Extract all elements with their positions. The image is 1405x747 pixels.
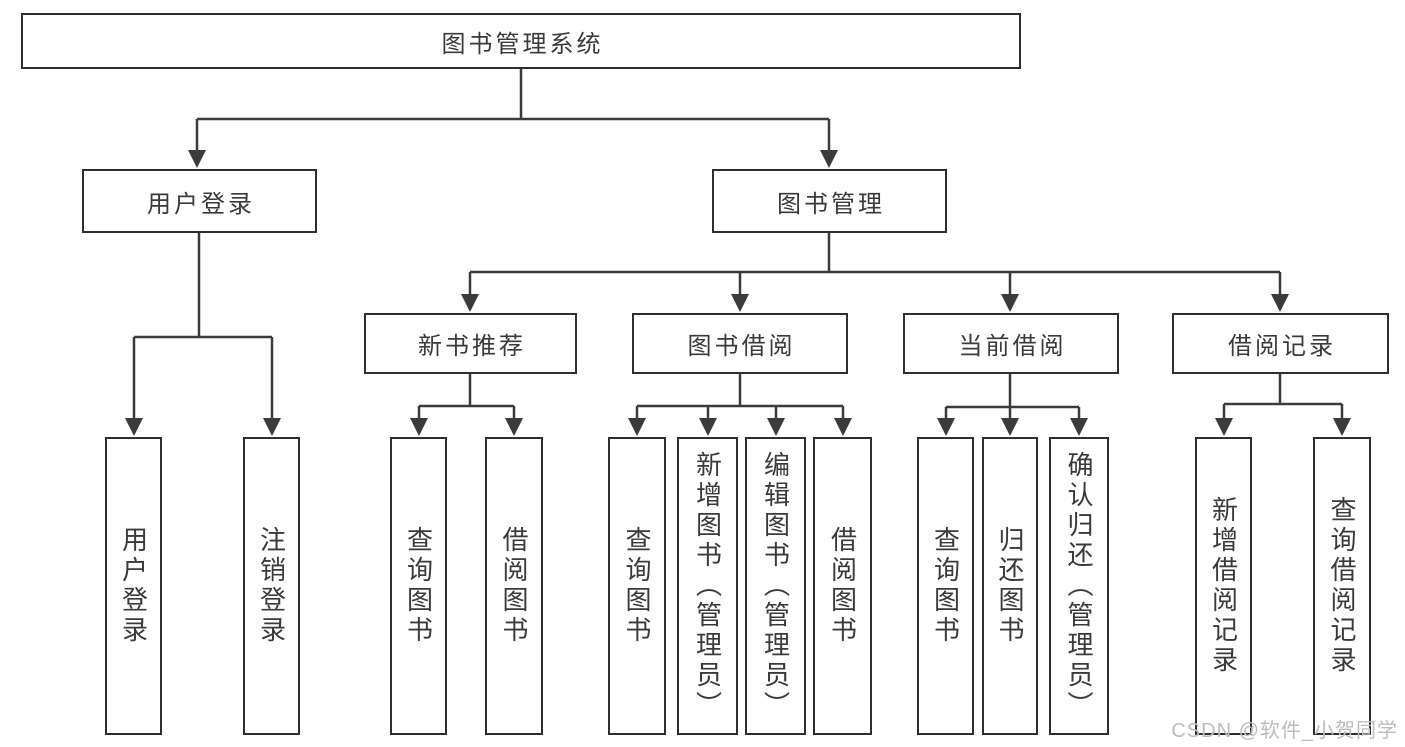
leaf-add-books-admin-label: 新增图书（管理员） <box>692 451 723 721</box>
leaf-confirm-return-admin-label: 确认归还（管理员） <box>1064 451 1094 721</box>
leaf-query-borrow-record: 查询借阅记录 <box>1313 437 1371 735</box>
connector-book-mgmt <box>468 233 1282 295</box>
node-book-mgmt: 图书管理 <box>712 169 947 233</box>
leaf-user-login-label: 用户登录 <box>118 526 149 646</box>
connector-borrow-records <box>1222 374 1344 419</box>
connector-user-login <box>132 233 274 419</box>
leaf-borrow-books-1: 借阅图书 <box>485 437 543 735</box>
leaf-add-books-admin: 新增图书（管理员） <box>677 437 738 735</box>
leaf-query-books-2: 查询图书 <box>608 437 666 735</box>
connector-new-books <box>417 374 516 419</box>
node-new-books: 新书推荐 <box>364 313 577 374</box>
arrowheads-user-login <box>125 418 281 436</box>
leaf-borrow-books-2: 借阅图书 <box>813 437 872 735</box>
node-book-borrow-label: 图书借阅 <box>687 333 796 360</box>
node-borrow-records-label: 借阅记录 <box>1228 333 1336 360</box>
leaf-logout-label: 注销登录 <box>256 526 287 646</box>
leaf-edit-books-admin-label: 编辑图书（管理员） <box>760 451 791 721</box>
leaf-query-books-3-label: 查询图书 <box>930 526 961 646</box>
connector-trunk <box>195 68 831 151</box>
node-root: 图书管理系统 <box>21 13 1021 69</box>
node-root-label: 图书管理系统 <box>441 30 604 58</box>
node-book-borrow: 图书借阅 <box>632 313 848 374</box>
node-user-login-label: 用户登录 <box>147 190 255 218</box>
arrowheads-level1 <box>188 150 838 168</box>
node-user-login: 用户登录 <box>82 169 317 233</box>
arrowheads-borrow-records <box>1215 418 1351 436</box>
connector-current-borrow <box>944 374 1081 419</box>
node-book-mgmt-label: 图书管理 <box>777 190 885 218</box>
leaf-query-books-3: 查询图书 <box>917 437 974 735</box>
node-borrow-records: 借阅记录 <box>1172 313 1389 374</box>
leaf-borrow-books-1-label: 借阅图书 <box>499 526 529 646</box>
connector-book-borrow <box>635 374 845 419</box>
leaf-user-login: 用户登录 <box>105 437 162 735</box>
node-new-books-label: 新书推荐 <box>418 333 526 360</box>
node-current-borrow-label: 当前借阅 <box>958 333 1067 360</box>
arrowheads-level2 <box>461 294 1289 312</box>
leaf-query-books-2-label: 查询图书 <box>622 526 652 646</box>
node-current-borrow: 当前借阅 <box>903 313 1119 374</box>
leaf-logout: 注销登录 <box>243 437 300 735</box>
arrowheads-new-books <box>410 418 523 436</box>
leaf-return-books-label: 归还图书 <box>995 526 1025 646</box>
arrowheads-current-borrow <box>937 418 1088 436</box>
leaf-add-borrow-record-label: 新增借阅记录 <box>1208 496 1239 676</box>
leaf-edit-books-admin: 编辑图书（管理员） <box>745 437 806 735</box>
watermark: CSDN @软件_小贺同学 <box>1171 720 1398 742</box>
leaf-add-borrow-record: 新增借阅记录 <box>1195 437 1252 735</box>
arrowheads-book-borrow <box>628 418 852 436</box>
leaf-query-borrow-record-label: 查询借阅记录 <box>1327 496 1357 676</box>
leaf-borrow-books-2-label: 借阅图书 <box>827 526 858 646</box>
leaf-confirm-return-admin: 确认归还（管理员） <box>1049 437 1109 735</box>
leaf-query-books-1-label: 查询图书 <box>403 526 434 646</box>
leaf-return-books: 归还图书 <box>982 437 1038 735</box>
leaf-query-books-1: 查询图书 <box>390 437 447 735</box>
